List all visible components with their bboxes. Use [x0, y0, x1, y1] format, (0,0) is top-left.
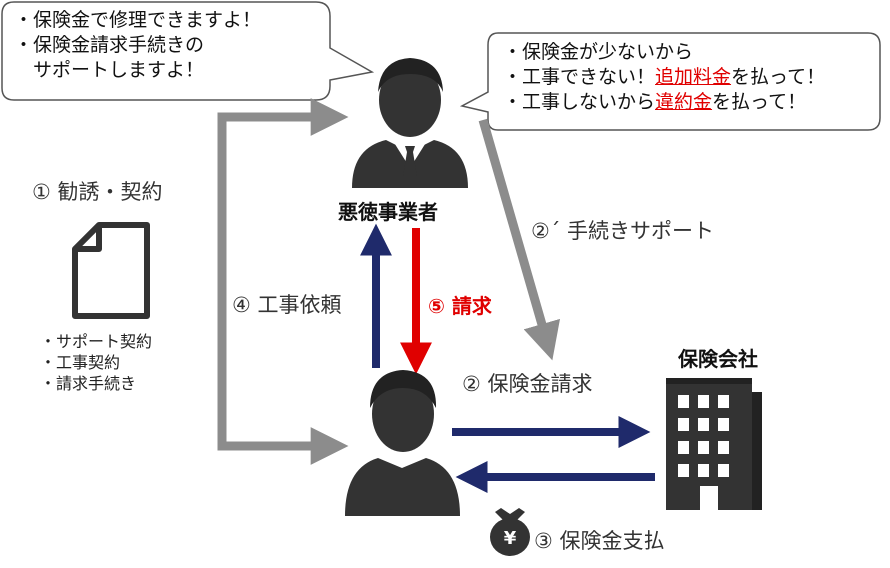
- list-item: ・請求手続き: [40, 374, 137, 393]
- bubble-right-line: ・工事できない！追加料金を払って！: [503, 65, 825, 90]
- step-solicitation-contract: ① 勧誘・契約: [32, 180, 163, 204]
- step-procedure-support: ②´ 手続きサポート: [531, 219, 715, 243]
- speech-bubble-right: [459, 32, 881, 131]
- insurer-label: 保険会社: [678, 347, 758, 371]
- list-item: ・工事契約: [40, 353, 121, 372]
- bubble-right-line: ・保険金が少ないから: [503, 41, 694, 63]
- bubble-left-line: ・保険金で修理できますよ！: [14, 9, 262, 31]
- step-insurance-claim: ② 保険金請求: [462, 372, 593, 396]
- arrow-procedure-support: [478, 118, 561, 361]
- money-bag-icon: ¥: [490, 508, 530, 556]
- document-items: ・サポート契約 ・工事契約 ・請求手続き: [40, 331, 152, 394]
- person-suit-icon: [352, 58, 468, 188]
- svg-text:¥: ¥: [504, 528, 517, 549]
- bubble-right-text-segment: ・工事できない！: [503, 66, 656, 88]
- step-billing: ⑤ 請求: [428, 294, 492, 318]
- building-icon: [666, 378, 762, 510]
- penalty-fee-emphasis: 違約金: [655, 91, 713, 113]
- arrow-contract-bracket: [217, 112, 349, 465]
- bubble-left-line: ・保険金請求手続きの: [14, 34, 205, 56]
- step-work-request: ④ 工事依頼: [232, 293, 342, 317]
- bubble-right-text: ・保険金が少ないから ・工事できない！追加料金を払って！ ・工事しないから違約金…: [503, 40, 825, 115]
- bubble-right-line: ・工事しないから違約金を払って！: [503, 90, 825, 115]
- bubble-right-text-segment: を払って！: [712, 91, 807, 113]
- bubble-left-line: サポートしますよ！: [14, 59, 205, 81]
- bubble-left-text: ・保険金で修理できますよ！ ・保険金請求手続きの サポートしますよ！: [14, 8, 261, 83]
- bubble-right-text-segment: を払って！: [731, 66, 826, 88]
- document-icon: [72, 222, 150, 319]
- bubble-right-text-segment: ・工事しないから: [503, 91, 656, 113]
- list-item: ・サポート契約: [40, 332, 153, 351]
- step-insurance-payment: ③ 保険金支払: [534, 529, 665, 553]
- extra-fee-emphasis: 追加料金: [655, 66, 732, 88]
- person-icon: [345, 370, 460, 516]
- contractor-label: 悪徳事業者: [338, 200, 438, 224]
